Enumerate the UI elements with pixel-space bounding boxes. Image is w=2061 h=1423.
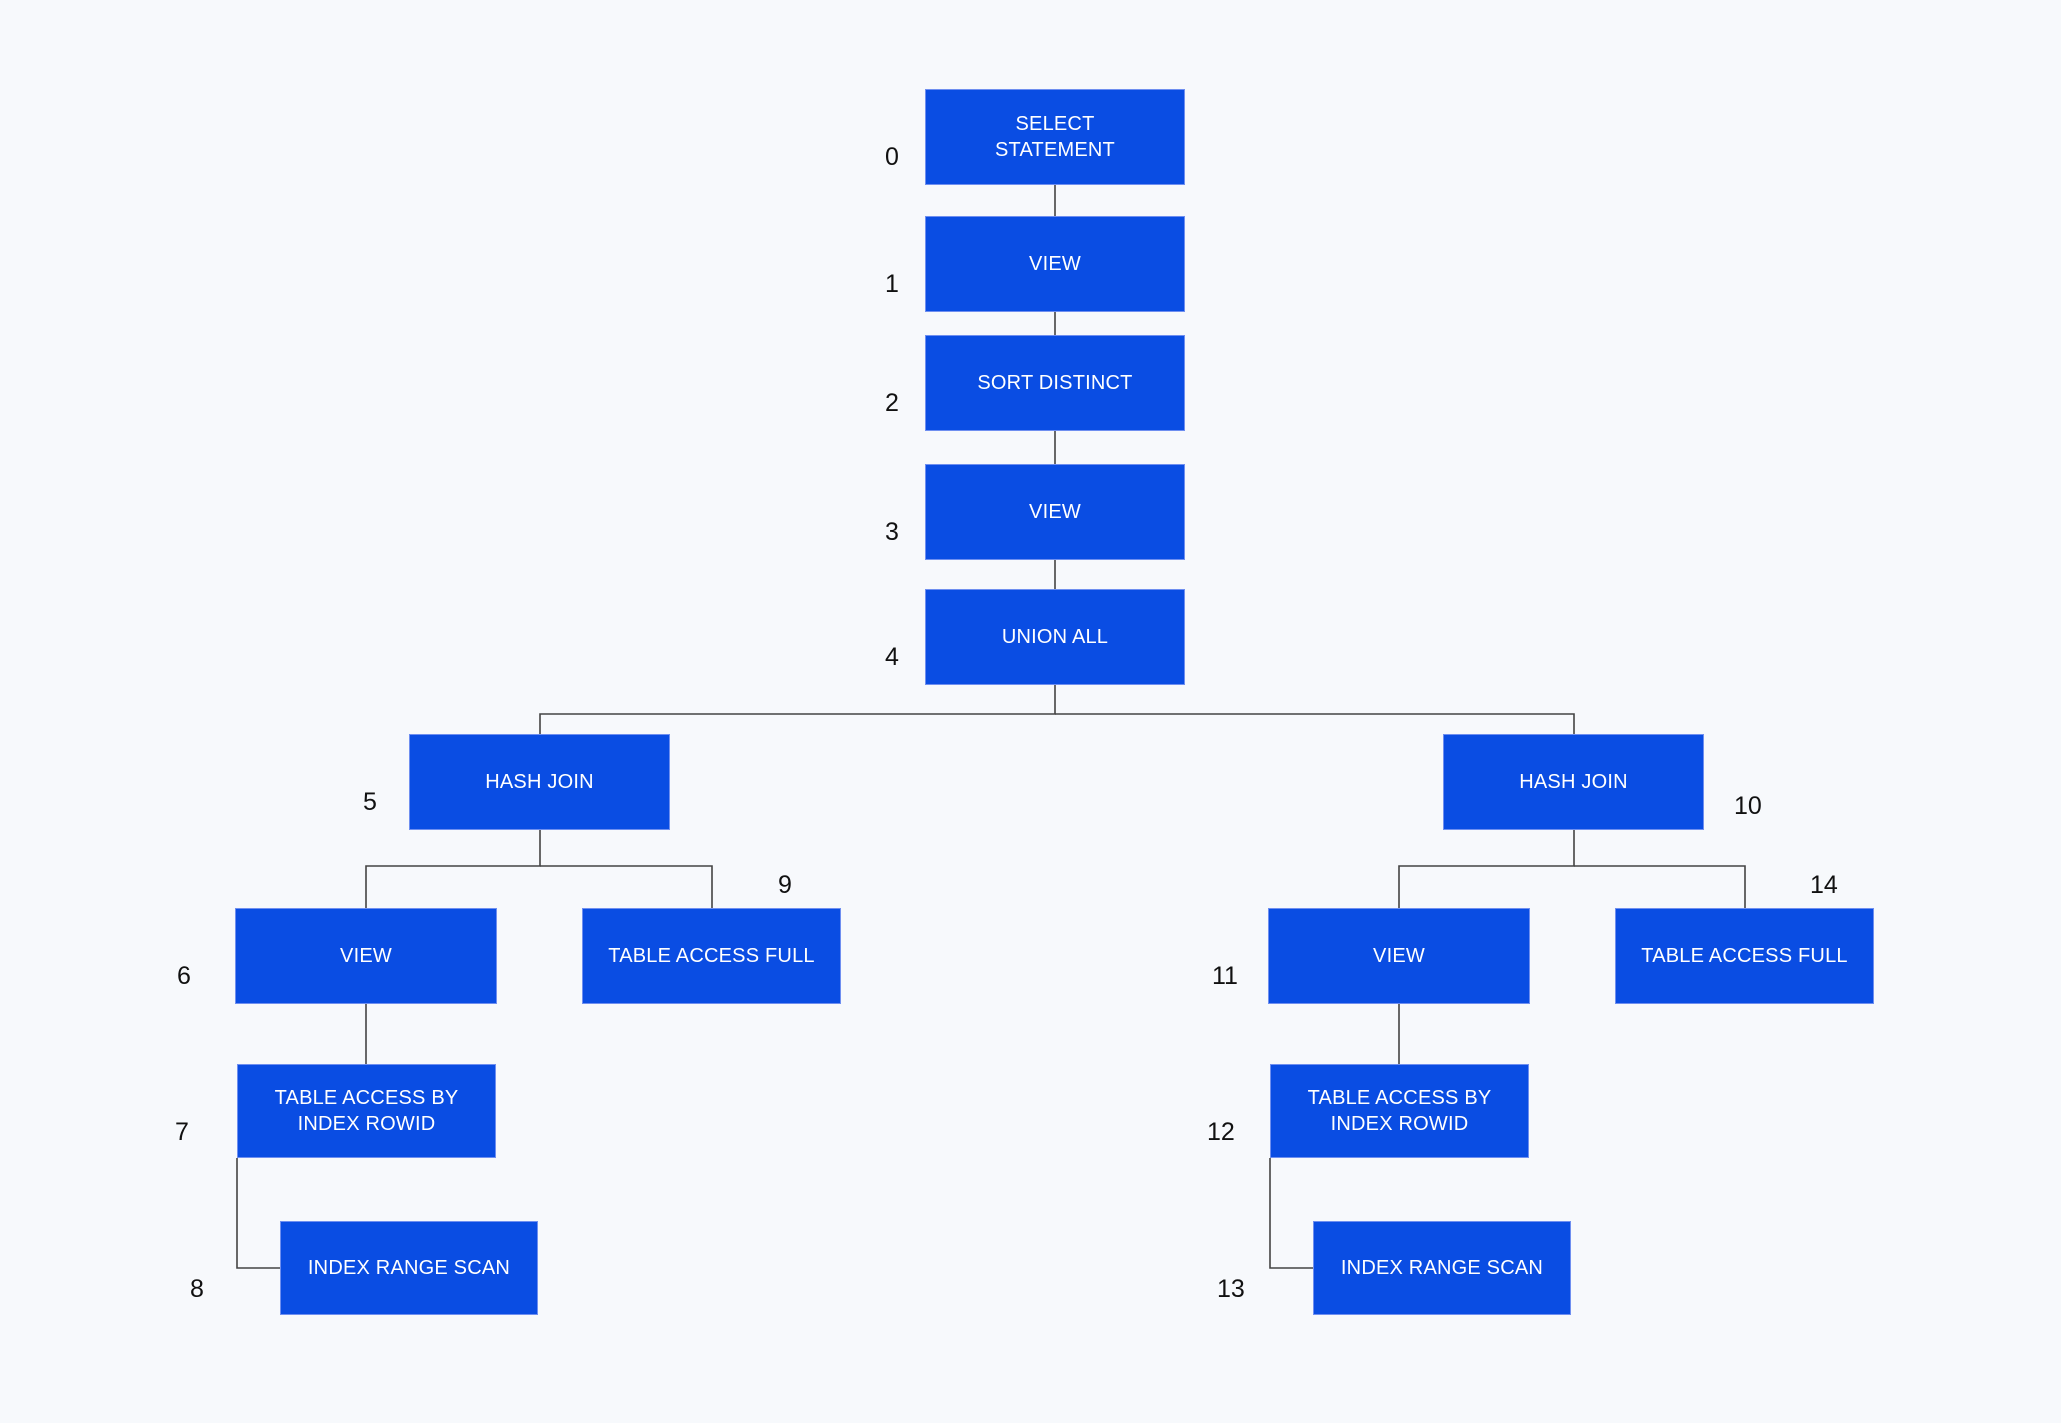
plan-node-2[interactable]: SORT DISTINCT: [925, 335, 1185, 431]
plan-node-13[interactable]: INDEX RANGE SCAN: [1313, 1221, 1571, 1315]
plan-node-id-label-3: 3: [885, 518, 899, 546]
plan-node-id-label-2: 2: [885, 389, 899, 417]
plan-node-7[interactable]: TABLE ACCESS BY INDEX ROWID: [237, 1064, 496, 1158]
plan-node-9[interactable]: TABLE ACCESS FULL: [582, 908, 841, 1004]
plan-node-id-label-12: 12: [1207, 1118, 1235, 1146]
edge-4-to-5: [539, 685, 1056, 734]
edge-5-to-6: [365, 830, 541, 908]
plan-node-id-label-4: 4: [885, 643, 899, 671]
plan-node-id-label-13: 13: [1217, 1275, 1245, 1303]
plan-node-11[interactable]: VIEW: [1268, 908, 1530, 1004]
plan-node-id-label-5: 5: [363, 788, 377, 816]
plan-node-4[interactable]: UNION ALL: [925, 589, 1185, 685]
plan-node-id-label-11: 11: [1212, 962, 1238, 990]
plan-node-5[interactable]: HASH JOIN: [409, 734, 670, 830]
plan-node-12[interactable]: TABLE ACCESS BY INDEX ROWID: [1270, 1064, 1529, 1158]
plan-node-14[interactable]: TABLE ACCESS FULL: [1615, 908, 1874, 1004]
edge-10-to-14: [1574, 865, 1746, 908]
plan-node-id-label-8: 8: [190, 1275, 204, 1303]
plan-node-id-label-0: 0: [885, 143, 899, 171]
plan-node-id-label-9: 9: [778, 871, 792, 899]
edge-12-to-13: [1269, 1158, 1313, 1269]
edge-5-to-9: [540, 865, 713, 908]
plan-node-1[interactable]: VIEW: [925, 216, 1185, 312]
edge-4-to-10: [1055, 713, 1575, 734]
plan-node-id-label-10: 10: [1734, 792, 1762, 820]
plan-node-6[interactable]: VIEW: [235, 908, 497, 1004]
edge-10-to-11: [1398, 830, 1575, 908]
plan-node-id-label-1: 1: [885, 270, 899, 298]
plan-node-3[interactable]: VIEW: [925, 464, 1185, 560]
plan-node-10[interactable]: HASH JOIN: [1443, 734, 1704, 830]
plan-node-0[interactable]: SELECT STATEMENT: [925, 89, 1185, 185]
plan-node-8[interactable]: INDEX RANGE SCAN: [280, 1221, 538, 1315]
plan-node-id-label-7: 7: [175, 1118, 189, 1146]
edge-7-to-8: [236, 1158, 280, 1269]
plan-node-id-label-14: 14: [1810, 871, 1838, 899]
plan-node-id-label-6: 6: [177, 962, 191, 990]
